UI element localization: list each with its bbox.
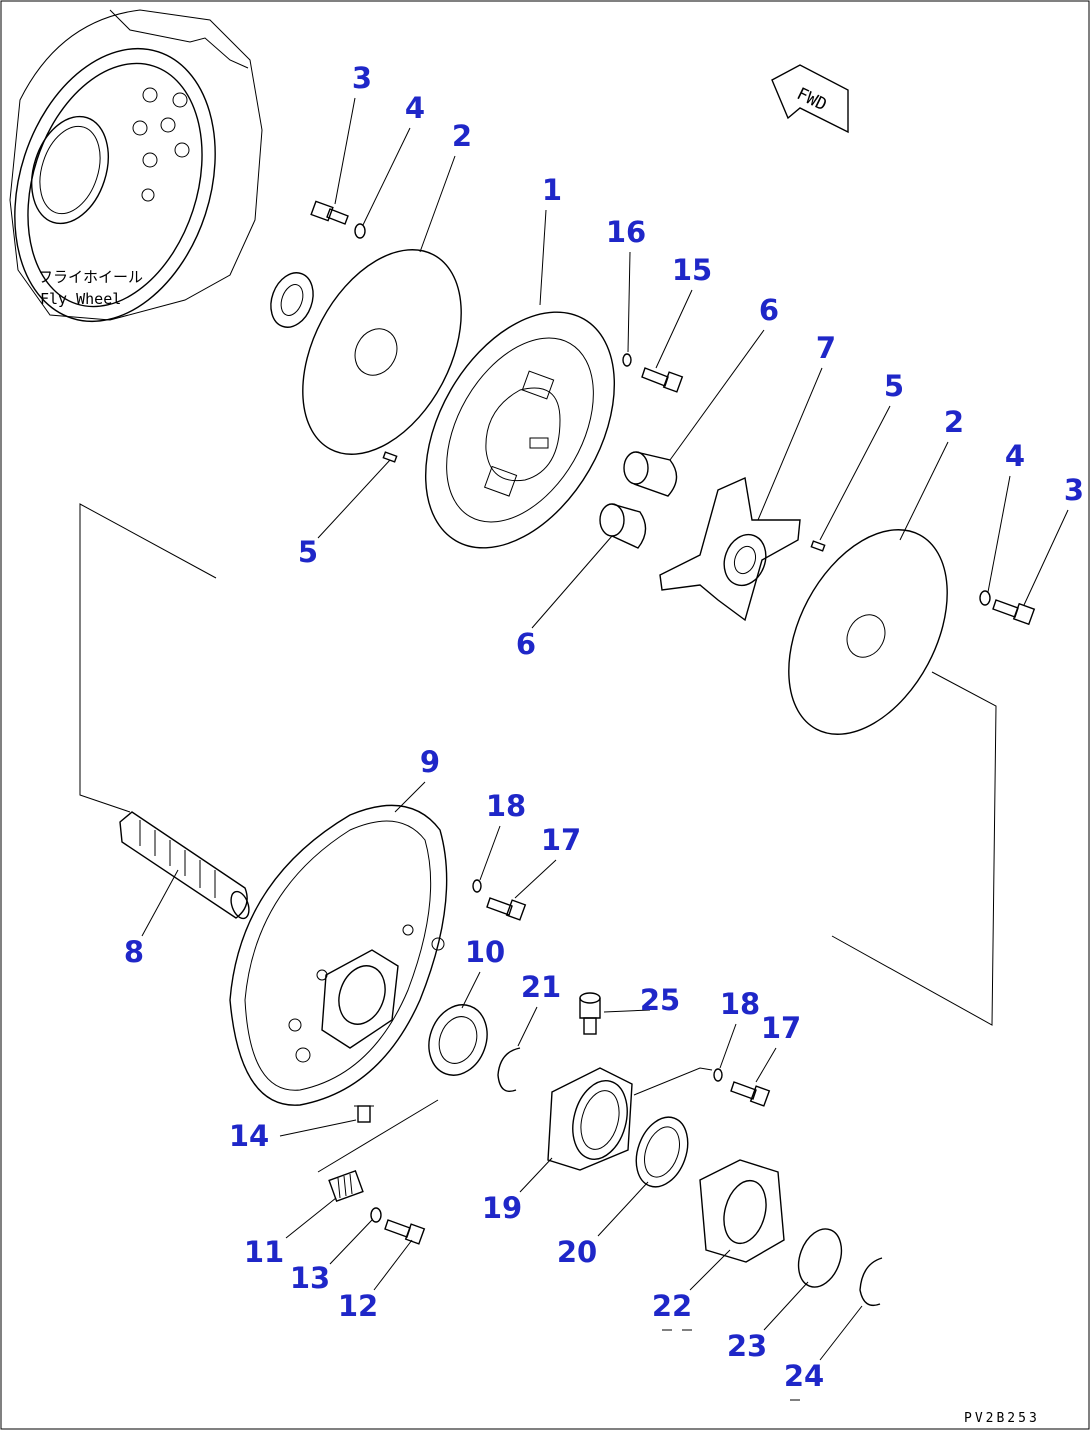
seal-part-20 <box>635 1116 689 1188</box>
bearing-part-10 <box>428 1004 488 1076</box>
bolt-part-15 <box>641 367 684 393</box>
callout-c20: 20 <box>557 1235 597 1269</box>
assembly-line-left <box>79 503 217 813</box>
callout-c16: 16 <box>606 215 646 249</box>
callout-c3a: 3 <box>352 61 372 95</box>
bracket-part-22 <box>699 1159 785 1263</box>
callout-c13: 13 <box>290 1261 330 1295</box>
callout-c23: 23 <box>727 1329 767 1363</box>
bolt-part-17-upper <box>486 897 527 921</box>
shaft-part-8 <box>119 811 250 920</box>
key-part-5-lower <box>810 540 826 552</box>
washer-part-16 <box>622 353 632 367</box>
callout-c19: 19 <box>482 1191 522 1225</box>
callout-c3b: 3 <box>1064 473 1084 507</box>
bolt-part-3-upper <box>310 200 349 225</box>
callout-c4b: 4 <box>1005 439 1025 473</box>
callout-c5b: 5 <box>298 535 318 569</box>
cover-part-19 <box>547 1067 633 1171</box>
callout-c18a: 18 <box>486 789 526 823</box>
callout-c6b: 6 <box>516 627 536 661</box>
callout-c24: 24 <box>784 1359 824 1393</box>
callout-c2b: 2 <box>944 405 964 439</box>
leader-lines <box>141 97 1069 1401</box>
snap-ring-part-24 <box>859 1257 883 1307</box>
callout-c11: 11 <box>244 1235 284 1269</box>
hub-part-7 <box>659 476 801 622</box>
key-part-5-upper <box>382 451 398 463</box>
callout-c21: 21 <box>521 970 561 1004</box>
fwd-label: FWD <box>793 84 829 115</box>
housing-part-9 <box>229 804 448 1106</box>
damper-part-1 <box>424 311 616 549</box>
breather-part-25 <box>579 992 601 1035</box>
seal-part-left <box>270 272 314 328</box>
callout-c25: 25 <box>640 983 680 1017</box>
plug-part-14 <box>354 1105 374 1123</box>
callout-c17a: 17 <box>541 823 581 857</box>
callout-c5a: 5 <box>884 369 904 403</box>
bolt-part-12 <box>384 1219 426 1245</box>
flywheel-caption-en: Fly Wheel <box>40 290 121 308</box>
callout-c14: 14 <box>229 1119 269 1153</box>
callout-c8: 8 <box>124 935 144 969</box>
callout-c7: 7 <box>816 331 836 365</box>
callout-c4a: 4 <box>405 91 425 125</box>
callout-c2a: 2 <box>452 119 472 153</box>
leader-cover-to-bolt <box>633 1067 713 1096</box>
flywheel-housing <box>9 9 263 323</box>
bolt-part-3-lower <box>992 599 1036 626</box>
strainer-part-11 <box>328 1169 364 1203</box>
plate-part-2-lower <box>788 529 948 735</box>
drawing-code: PV2B253 <box>964 1411 1040 1426</box>
snap-ring-part-21 <box>497 1047 521 1093</box>
fwd-arrow-icon <box>771 64 849 134</box>
callout-c10: 10 <box>465 935 505 969</box>
washer-part-13 <box>370 1207 382 1223</box>
callout-c12: 12 <box>338 1289 378 1323</box>
callout-c18b: 18 <box>720 987 760 1021</box>
flywheel-caption-jp: フライホイール <box>38 268 143 286</box>
washer-part-18-lower <box>713 1068 723 1082</box>
assembly-line-right <box>831 671 997 1026</box>
plate-part-2-upper <box>302 249 462 455</box>
washer-part-18-upper <box>472 879 482 893</box>
callout-c1: 1 <box>542 173 562 207</box>
washer-part-4-lower <box>979 590 991 606</box>
bolt-part-17-lower <box>730 1081 771 1107</box>
cap-part-23 <box>797 1228 843 1288</box>
callout-c9: 9 <box>420 745 440 779</box>
callout-c17b: 17 <box>761 1011 801 1045</box>
bushing-part-6-upper <box>623 451 678 497</box>
callout-c15: 15 <box>672 253 712 287</box>
washer-part-4-upper <box>354 223 366 239</box>
callout-c22: 22 <box>652 1289 692 1323</box>
callout-c6a: 6 <box>759 293 779 327</box>
leader-strainer-group <box>317 1099 439 1173</box>
